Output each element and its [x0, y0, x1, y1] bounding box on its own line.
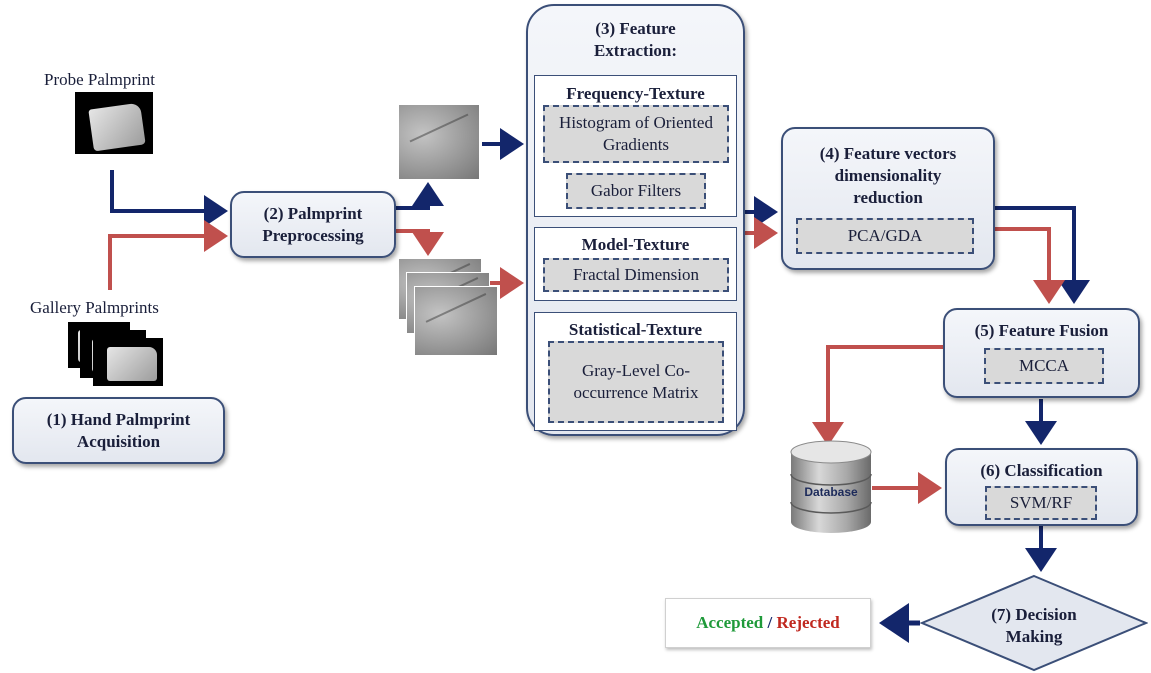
decision-diamond	[920, 574, 1148, 672]
gallery-roi-image-3	[414, 286, 498, 356]
arrow-gallery-to-preprocessing	[108, 220, 228, 290]
fractal-label: Fractal Dimension	[572, 265, 700, 284]
step-extraction-title-line2: Extraction:	[593, 41, 678, 60]
svm-rf-box: SVM/RF	[985, 486, 1097, 520]
arrow-preprocessing-to-probe-roi	[396, 182, 444, 210]
gallery-palmprint-image-3	[93, 338, 163, 386]
probe-roi-image	[398, 104, 480, 180]
step-reduction-label: (4) Feature vectors dimensionality reduc…	[819, 144, 957, 207]
svm-rf-label: SVM/RF	[1009, 493, 1073, 512]
arrow-preprocessing-to-gallery-roi	[396, 229, 444, 256]
gabor-box: Gabor Filters	[566, 173, 706, 209]
arrow-reduction-to-fusion-blue	[995, 206, 1090, 304]
step-preprocessing-box: (2) Palmprint Preprocessing	[230, 191, 396, 258]
result-separator: /	[763, 613, 777, 632]
arrow-probe-to-preprocessing	[110, 170, 228, 227]
step-classification-label: (6) Classification	[980, 461, 1103, 480]
model-texture-title: Model-Texture	[581, 235, 690, 254]
statistical-texture-title: Statistical-Texture	[568, 320, 703, 339]
probe-palmprint-image	[75, 92, 153, 154]
step-extraction-title: (3) Feature Extraction:	[594, 18, 677, 62]
glcm-box: Gray-Level Co-occurrence Matrix	[548, 341, 724, 423]
arrow-fusion-to-database	[812, 345, 943, 446]
result-box: Accepted / Rejected	[665, 598, 871, 648]
probe-palmprint-label: Probe Palmprint	[44, 70, 155, 89]
pca-gda-box: PCA/GDA	[796, 218, 974, 254]
hog-box: Histogram of Oriented Gradients	[543, 105, 729, 163]
step-acquisition-label: (1) Hand Palmprint Acquisition	[46, 409, 191, 451]
hog-label: Histogram of Oriented Gradients	[559, 113, 713, 154]
gabor-label: Gabor Filters	[590, 181, 682, 200]
accepted-label: Accepted	[696, 613, 764, 632]
mcca-label: MCCA	[1018, 356, 1070, 375]
frequency-texture-title: Frequency-Texture	[566, 84, 705, 103]
step-extraction-title-line1: (3) Feature	[595, 19, 676, 38]
step-decision-label: (7) Decision Making	[991, 605, 1077, 646]
fractal-box: Fractal Dimension	[543, 258, 729, 292]
pca-gda-label: PCA/GDA	[847, 226, 923, 245]
step-preprocessing-label: (2) Palmprint Preprocessing	[262, 203, 364, 245]
step-fusion-label: (5) Feature Fusion	[974, 321, 1109, 340]
gallery-palmprints-label: Gallery Palmprints	[30, 298, 159, 317]
arrow-reduction-to-fusion-red	[995, 227, 1065, 304]
database-label: Database	[804, 485, 858, 499]
rejected-label: Rejected	[776, 613, 840, 632]
glcm-label: Gray-Level Co-occurrence Matrix	[573, 361, 699, 402]
step-acquisition-box: (1) Hand Palmprint Acquisition	[12, 397, 225, 464]
database-icon	[790, 440, 872, 533]
mcca-box: MCCA	[984, 348, 1104, 384]
